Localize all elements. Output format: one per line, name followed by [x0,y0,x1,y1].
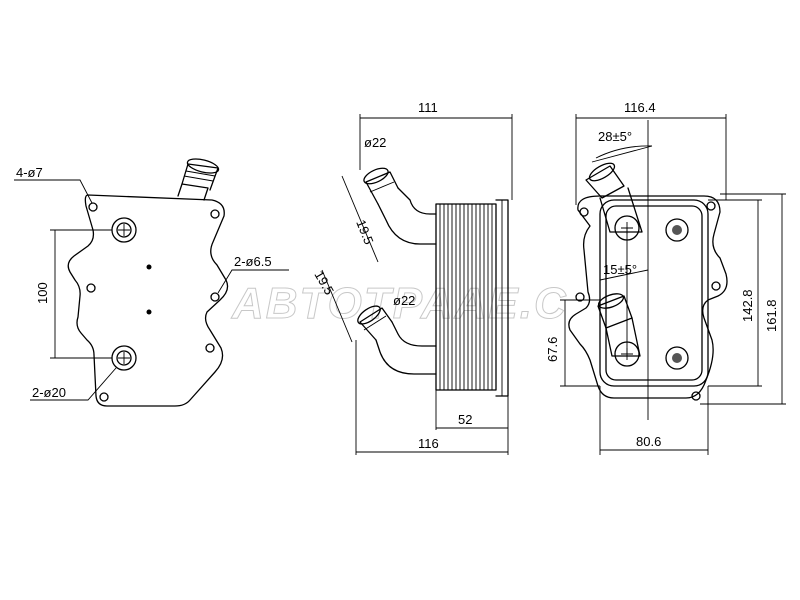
right-small-hole-2 [706,201,716,211]
left-label-holes-large: 2-ø20 [32,385,66,400]
left-small-hole-3 [210,292,220,302]
left-center-dot-2 [146,309,152,315]
right-dim-height-inner: 142.8 [740,289,755,322]
right-dim-width: 80.6 [636,434,661,449]
right-dim-top: 116.4 [624,100,656,115]
left-fitting-neck [177,183,209,201]
left-dim-vertical: 100 [35,282,50,304]
right-angle-line-top [591,145,653,163]
middle-dim-pipe-bottom: ø22 [393,293,415,308]
right-top-fitting-neck [599,187,643,233]
middle-top-pipe-ring [369,181,395,193]
middle-angle-line-top [341,175,379,263]
middle-bottom-pipe-ring [363,315,387,331]
right-angle-mid: 15±5° [603,262,637,277]
middle-bottom-pipe-fitting [359,307,393,341]
right-small-hole-1 [579,207,589,217]
left-small-hole-5 [205,343,215,353]
right-boss-bottom-core [672,353,682,363]
right-angle-line-mid [599,269,649,281]
watermark-text: ABTOTPAAE.C [231,279,568,328]
left-large-hole-top-inner [116,222,132,238]
left-view: 4-ø7 2-ø6.5 2-ø20 100 [14,158,289,407]
left-fitting-mouth [186,158,220,174]
middle-bottom-pipe-mouth [357,305,381,325]
left-large-hole-bottom-cross [118,352,130,364]
middle-top-pipe-inner [377,203,437,245]
left-fitting-ring-1 [183,175,214,182]
right-view: 28±5° 15±5° 116.4 142.8 161.8 67.6 80.6 [545,100,786,455]
middle-dim-pipe-top: ø22 [364,135,386,150]
middle-angle-line-bottom [321,269,353,343]
right-core-inner [605,205,703,381]
left-center-dot-1 [146,264,152,270]
left-small-hole-4 [86,283,96,293]
middle-bottom-pipe-inner [375,339,437,375]
left-label-holes-small: 4-ø7 [16,165,43,180]
right-top-fitting [585,165,625,199]
right-dim-offset: 67.6 [545,337,560,362]
middle-dim-top: 111 [418,100,438,115]
middle-dim-total: 116 [418,436,439,451]
middle-top-pipe-mouth [363,167,389,185]
right-angle-top: 28±5° [598,129,632,144]
left-flange-outline [67,194,229,407]
right-dim-height-total: 161.8 [764,299,779,332]
middle-core-fins [439,204,493,390]
right-angle-arc-top [595,145,653,159]
left-label-holes-mid: 2-ø6.5 [234,254,272,269]
right-bottom-fitting-neck [605,317,641,357]
left-large-hole-bottom-inner [116,350,132,366]
left-fitting-body [181,163,219,191]
right-core-outer [599,199,709,387]
right-small-hole-4 [575,292,585,302]
left-small-hole-2 [210,209,220,219]
right-boss-top-core [672,225,682,235]
right-small-hole-3 [711,281,721,291]
left-fitting-ring-2 [185,170,216,177]
middle-top-pipe-outer [397,187,437,215]
middle-view: 111 ø22 ø22 19.5 19.5 52 116 [311,100,513,455]
left-leader-mid-holes [217,269,289,294]
left-leader-large-holes [30,367,117,401]
middle-top-pipe-fitting [365,171,399,205]
left-small-hole-6 [99,392,109,402]
middle-bottom-pipe-outer [391,321,437,347]
left-large-hole-top-cross [118,224,130,236]
right-bottom-fitting-mouth [597,293,625,309]
right-flange-outline [568,195,728,399]
middle-dim-angle-top: 19.5 [353,218,376,247]
right-boss-top [665,218,689,242]
middle-dim-base: 52 [458,412,472,427]
right-small-hole-5 [691,391,701,401]
left-leader-small-holes [14,179,93,204]
left-small-hole-1 [88,202,98,212]
right-top-fitting-mouth [588,162,616,182]
middle-core-stack [435,203,497,391]
right-boss-bottom [665,346,689,370]
